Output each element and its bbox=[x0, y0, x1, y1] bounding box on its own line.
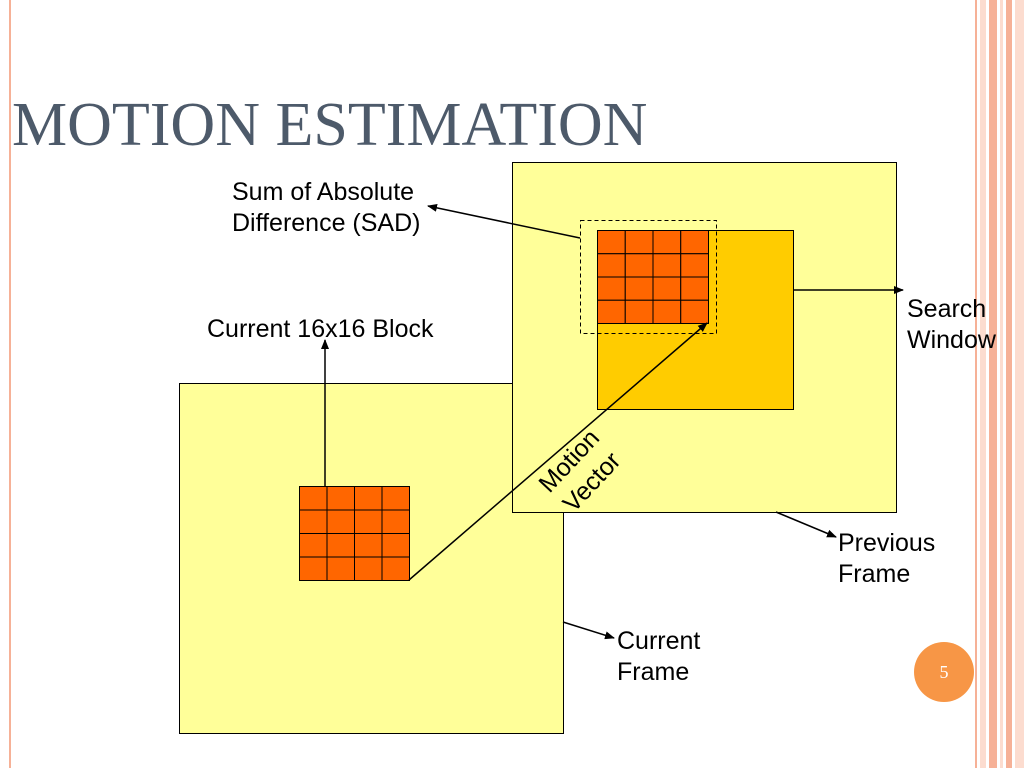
current-frame-arrow bbox=[562, 621, 615, 640]
block-cell bbox=[624, 276, 654, 301]
block-cell bbox=[326, 486, 355, 511]
slide-title: MOTION ESTIMATION bbox=[12, 91, 648, 159]
slide-left-border bbox=[9, 0, 11, 768]
border-stripe bbox=[1000, 0, 1003, 768]
search-window-label-line: Window bbox=[907, 326, 996, 354]
block-cell bbox=[299, 486, 328, 511]
block-cell bbox=[326, 556, 355, 581]
slide-right-border-stripes bbox=[975, 0, 1024, 768]
block-cell bbox=[381, 556, 410, 581]
block-cell bbox=[354, 533, 383, 558]
block-cell bbox=[597, 299, 626, 324]
reference-block-grid bbox=[597, 230, 709, 324]
block-cell bbox=[326, 533, 355, 558]
block-cell bbox=[652, 299, 682, 324]
previous-frame-label-line: Frame bbox=[838, 560, 911, 588]
block-cell bbox=[652, 253, 682, 278]
border-stripe bbox=[975, 0, 977, 768]
current-frame-label: Current Frame bbox=[617, 626, 700, 688]
current-block-label-line: Current 16x16 Block bbox=[207, 315, 434, 343]
page-number: 5 bbox=[939, 662, 949, 682]
block-cell bbox=[354, 556, 383, 581]
search-window-label-line: Search bbox=[907, 295, 987, 323]
sad-dashed-region bbox=[580, 220, 717, 334]
block-cell bbox=[597, 230, 626, 255]
previous-frame-arrow bbox=[775, 511, 837, 538]
current-block-label: Current 16x16 Block bbox=[207, 314, 434, 345]
block-cell bbox=[299, 533, 328, 558]
border-stripe bbox=[1015, 0, 1024, 768]
current-frame-label-line: Frame bbox=[617, 658, 690, 686]
block-cell bbox=[680, 276, 709, 301]
sad-label-line: Difference (SAD) bbox=[232, 209, 421, 237]
block-cell bbox=[652, 230, 682, 255]
block-cell bbox=[624, 230, 654, 255]
block-cell bbox=[597, 253, 626, 278]
block-cell bbox=[299, 509, 328, 534]
page-number-badge: 5 bbox=[914, 642, 974, 702]
block-cell bbox=[624, 299, 654, 324]
border-stripe bbox=[980, 0, 986, 768]
block-cell bbox=[326, 509, 355, 534]
sad-arrow bbox=[427, 203, 581, 239]
previous-frame-label: Previous Frame bbox=[838, 528, 935, 590]
sad-label-line: Sum of Absolute bbox=[232, 178, 415, 206]
previous-frame-label-line: Previous bbox=[838, 529, 936, 557]
block-cell bbox=[680, 299, 709, 324]
block-cell bbox=[381, 486, 410, 511]
border-stripe bbox=[989, 0, 997, 768]
current-block-grid bbox=[299, 486, 410, 581]
block-cell bbox=[680, 253, 709, 278]
border-stripe bbox=[1006, 0, 1012, 768]
block-cell bbox=[354, 509, 383, 534]
block-cell bbox=[381, 533, 410, 558]
search-window-label: Search Window bbox=[907, 294, 996, 356]
block-cell bbox=[299, 556, 328, 581]
block-cell bbox=[597, 276, 626, 301]
motion-vector-arrow bbox=[408, 322, 708, 581]
block-cell bbox=[354, 486, 383, 511]
current-frame-label-line: Current bbox=[617, 627, 701, 655]
block-cell bbox=[680, 230, 709, 255]
block-cell bbox=[624, 253, 654, 278]
sad-label: Sum of Absolute Difference (SAD) bbox=[232, 177, 421, 239]
block-cell bbox=[652, 276, 682, 301]
block-cell bbox=[381, 509, 410, 534]
